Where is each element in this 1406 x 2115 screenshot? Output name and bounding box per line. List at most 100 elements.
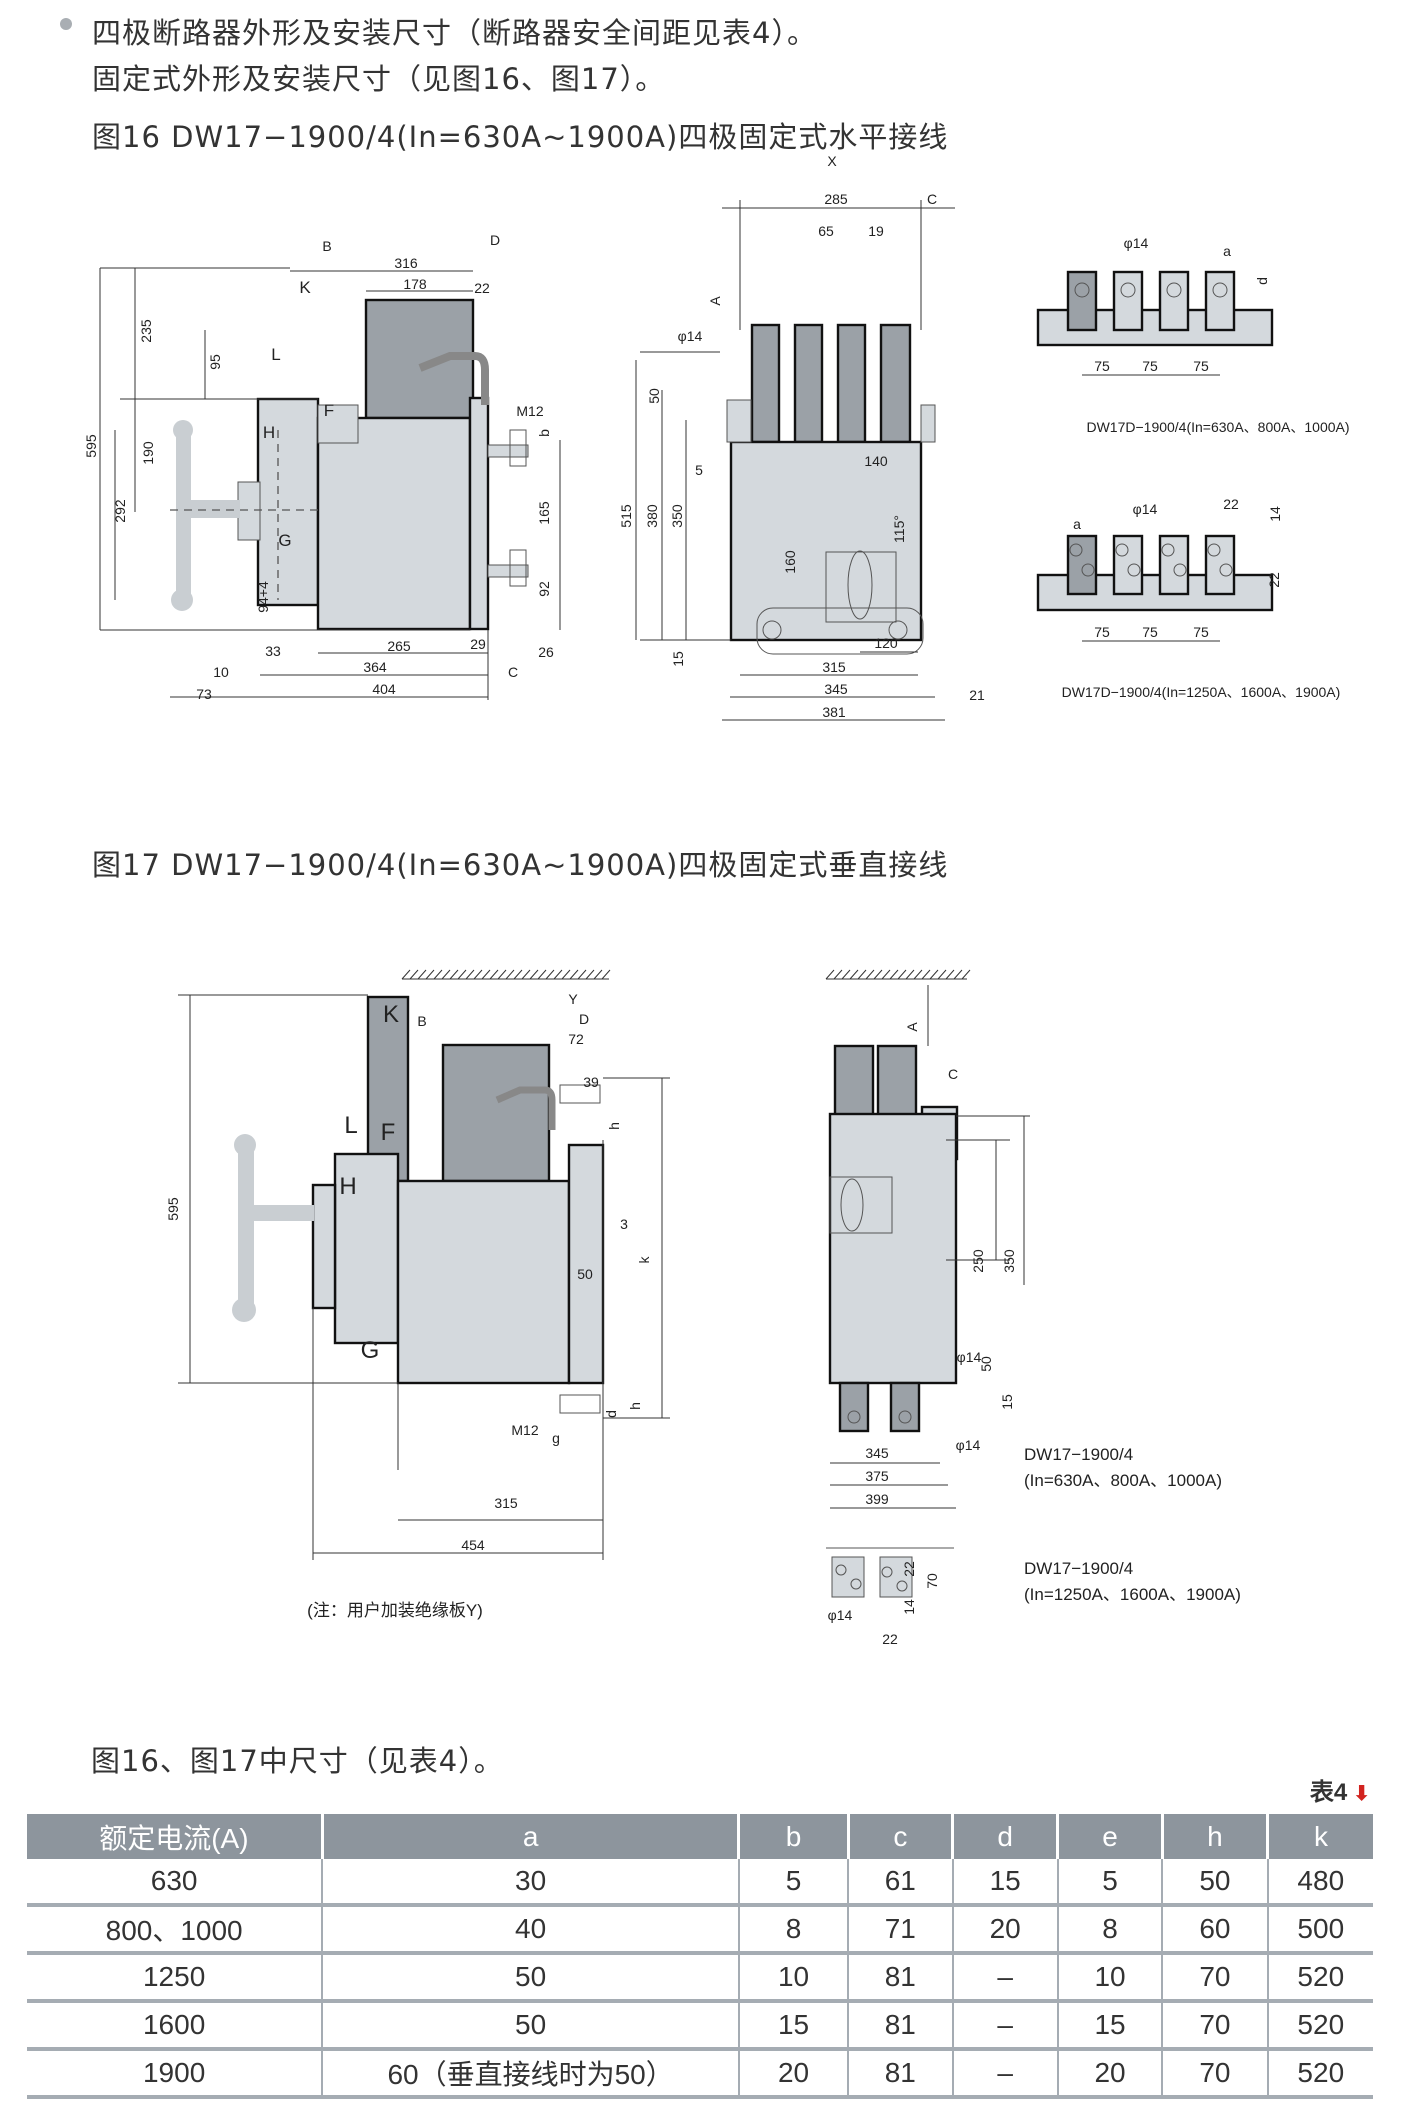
dimension-label: C bbox=[948, 1066, 958, 1082]
dimension-label: 22 bbox=[474, 280, 490, 296]
download-arrow-icon[interactable]: ⬇ bbox=[1353, 1783, 1370, 1805]
dimension-label: h bbox=[606, 1122, 622, 1130]
dimension-label: g bbox=[552, 1430, 560, 1446]
dimension-label: φ14 bbox=[678, 328, 703, 344]
dimension-label: 292 bbox=[112, 499, 128, 523]
pole-4 bbox=[879, 323, 912, 444]
dimension-label: 120 bbox=[874, 635, 898, 651]
fig17-front-view bbox=[825, 969, 1030, 1509]
dimension-label: 315 bbox=[494, 1495, 518, 1511]
dimension-label: L bbox=[344, 1112, 357, 1139]
dimension-label: F bbox=[324, 401, 334, 420]
dimension-label: D bbox=[579, 1011, 589, 1027]
dimension-label: 375 bbox=[865, 1468, 889, 1484]
column-header: e bbox=[1057, 1814, 1164, 1859]
dimension-label: 5 bbox=[695, 462, 703, 478]
dimension-label: φ14 bbox=[1124, 235, 1149, 251]
dimension-label: 285 bbox=[824, 191, 848, 207]
dimension-label: X bbox=[827, 153, 837, 169]
dimension-label: 316 bbox=[394, 255, 418, 271]
table-cell: 70 bbox=[1162, 2001, 1269, 2051]
terminal-plate bbox=[567, 1143, 605, 1385]
lower-terminal-1 bbox=[838, 1381, 870, 1433]
dimension-label: 515 bbox=[618, 504, 634, 528]
dimension-label: φ14 bbox=[828, 1607, 853, 1623]
dimension-label: 70 bbox=[924, 1573, 940, 1589]
table-cell: 20 bbox=[952, 1905, 1059, 1955]
dimension-label: φ14 bbox=[1133, 501, 1158, 517]
dimension-label: 381 bbox=[822, 704, 846, 720]
pole-3 bbox=[836, 323, 867, 444]
k-bar bbox=[366, 995, 410, 1183]
dimension-label: 235 bbox=[138, 319, 154, 343]
dimension-label: 140 bbox=[864, 453, 888, 469]
table-cell: 800、1000 bbox=[27, 1905, 324, 1955]
table-cell: 30 bbox=[322, 1859, 740, 1907]
dimension-label: 73 bbox=[196, 686, 212, 702]
dimension-label: A bbox=[707, 296, 723, 306]
ceiling-hatch bbox=[825, 969, 971, 980]
table-cell: – bbox=[952, 1953, 1059, 2003]
fig17-side-view bbox=[178, 969, 670, 1560]
dimension-label: h bbox=[627, 1402, 643, 1410]
table-cell: 20 bbox=[1057, 2049, 1164, 2099]
busbar-top-detail bbox=[1036, 270, 1274, 376]
dimension-label: 50 bbox=[577, 1266, 593, 1282]
table-cell: 15 bbox=[1057, 2001, 1164, 2051]
pole-2 bbox=[793, 323, 824, 444]
table-cell: – bbox=[952, 2049, 1059, 2099]
arc-chute-block bbox=[441, 1043, 551, 1183]
dimension-label: 14 bbox=[1267, 506, 1283, 522]
dimension-label: H bbox=[263, 423, 275, 442]
fig16-front-view bbox=[635, 200, 955, 721]
dimension-label: 22 bbox=[1266, 572, 1282, 588]
dimension-label: 75 bbox=[1094, 624, 1110, 640]
dimension-label: b bbox=[536, 429, 552, 437]
dimension-label: 315 bbox=[822, 659, 846, 675]
dimension-label: 115° bbox=[891, 515, 907, 543]
dimension-label: 75 bbox=[1142, 358, 1158, 374]
table-cell: 500 bbox=[1267, 1905, 1373, 1955]
dimension-label: 22 bbox=[882, 1631, 898, 1647]
dimension-label: H bbox=[339, 1173, 356, 1200]
table-cell: 15 bbox=[738, 2001, 850, 2051]
dimension-label: 75 bbox=[1142, 624, 1158, 640]
dimension-label: 75 bbox=[1094, 358, 1110, 374]
dimension-label: a bbox=[1073, 516, 1081, 532]
table-cell: 15 bbox=[952, 1859, 1059, 1907]
dimension-label: (注：用户加装绝缘板Y) bbox=[307, 1601, 483, 1620]
table-cell: 1600 bbox=[27, 2001, 324, 2051]
table-cell: 71 bbox=[848, 1905, 954, 1955]
dimension-label: 75 bbox=[1193, 358, 1209, 374]
table-cell: 50 bbox=[322, 1953, 740, 2003]
table-cell: 60（垂直接线时为50） bbox=[322, 2049, 740, 2099]
dimension-label: φ14 bbox=[957, 1349, 982, 1365]
table-cell: 70 bbox=[1162, 2049, 1269, 2099]
dimension-label: φ14 bbox=[956, 1437, 981, 1453]
table-cell: 480 bbox=[1267, 1859, 1373, 1907]
breaker-body bbox=[316, 416, 472, 631]
dimension-label: 178 bbox=[403, 276, 427, 292]
table-cell: 10 bbox=[738, 1953, 850, 2003]
table-cell: 520 bbox=[1267, 1953, 1373, 2003]
dimension-label: 250 bbox=[970, 1249, 986, 1273]
column-header: k bbox=[1267, 1814, 1373, 1859]
dimension-label: A bbox=[904, 1022, 920, 1032]
dimension-label: 454 bbox=[461, 1537, 485, 1553]
dimension-label: 22 bbox=[1223, 496, 1239, 512]
dimension-label: 39 bbox=[583, 1074, 599, 1090]
busbar-bottom-detail bbox=[1036, 534, 1274, 642]
pole-1 bbox=[750, 323, 781, 444]
dimension-label: B bbox=[417, 1013, 426, 1029]
dimension-label: 29 bbox=[470, 636, 486, 652]
table-cell: 1900 bbox=[27, 2049, 324, 2099]
column-header: d bbox=[952, 1814, 1060, 1859]
table-cell: 70 bbox=[1162, 1953, 1269, 2003]
dimension-label: 14 bbox=[901, 1599, 917, 1615]
fig16-side-view bbox=[99, 267, 561, 700]
table-cell: 5 bbox=[738, 1859, 850, 1907]
table-number-label: 表4 bbox=[1309, 1779, 1348, 1806]
figure-17-title: 图17 DW17−1900/4(In=630A~1900A)四极固定式垂直接线 bbox=[92, 848, 949, 882]
table-cell: 60 bbox=[1162, 1905, 1269, 1955]
